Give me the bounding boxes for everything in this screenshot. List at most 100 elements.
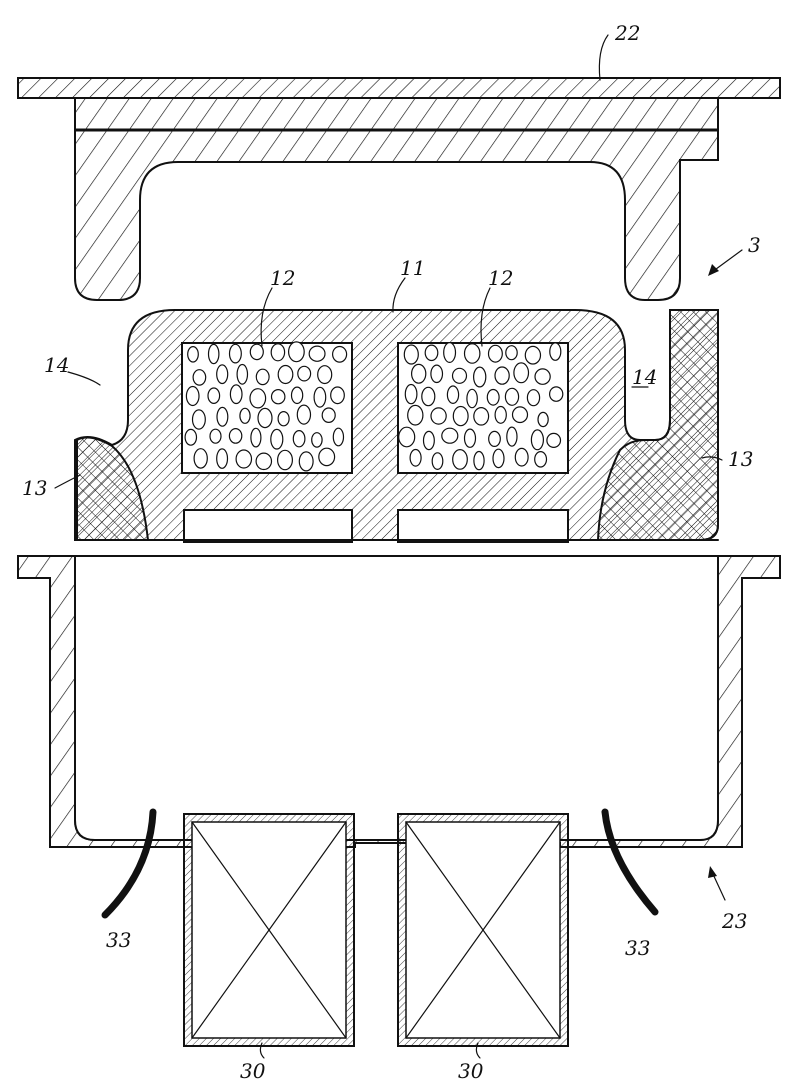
- label-11: 11: [400, 256, 425, 280]
- pebble: [506, 426, 518, 447]
- pebble: [216, 406, 229, 427]
- pebble: [473, 406, 490, 426]
- pebble: [473, 450, 485, 471]
- leader-12-right: [480, 287, 491, 347]
- coil-right: [397, 813, 569, 1047]
- pebble: [514, 447, 529, 467]
- pebble: [332, 427, 345, 447]
- pebble: [184, 428, 198, 446]
- pebble: [270, 343, 286, 362]
- pebble: [250, 427, 262, 448]
- upper-mold: [74, 97, 719, 301]
- pebble: [313, 386, 327, 408]
- pebble: [257, 407, 273, 429]
- pebble: [332, 345, 348, 363]
- pebble: [505, 345, 518, 361]
- pebble: [504, 387, 520, 406]
- pebble: [249, 388, 267, 409]
- label-13-left: 13: [22, 476, 47, 500]
- pebble: [487, 344, 503, 363]
- label-13-right: 13: [728, 447, 753, 471]
- pebble: [290, 386, 304, 405]
- pebble-fill: [184, 341, 348, 472]
- pebble: [398, 426, 416, 448]
- pebble: [488, 430, 501, 447]
- pebble: [185, 385, 200, 407]
- pebble: [546, 432, 562, 448]
- pebble: [430, 407, 447, 425]
- pebble: [463, 343, 481, 364]
- pebble: [277, 449, 294, 471]
- pebble: [277, 411, 290, 427]
- pebble: [187, 345, 199, 363]
- pebble: [421, 386, 436, 407]
- label-30-right: 30: [458, 1059, 484, 1083]
- pebble: [209, 428, 222, 444]
- label-12-right: 12: [488, 266, 513, 290]
- pebble: [452, 405, 469, 427]
- pebble: [430, 364, 444, 384]
- lower-mold-cavity: [74, 555, 719, 841]
- pebble: [270, 428, 284, 450]
- wire-left: [101, 808, 157, 919]
- pebble: [443, 342, 457, 364]
- label-22: 22: [614, 21, 640, 45]
- pebble: [534, 368, 551, 385]
- pebble: [524, 345, 542, 365]
- pebble: [549, 342, 562, 361]
- top-plate: [17, 77, 781, 99]
- label-12-left: 12: [270, 266, 295, 290]
- pebble: [297, 365, 312, 382]
- pebble: [530, 429, 545, 451]
- pebble: [446, 385, 460, 404]
- leader-30-right: [475, 1042, 481, 1059]
- insert-left: [76, 436, 150, 541]
- pebble: [207, 343, 220, 365]
- pebble: [288, 341, 305, 363]
- pebble: [441, 427, 459, 444]
- pebble: [229, 384, 243, 405]
- pebble: [317, 365, 333, 385]
- pebble: [249, 343, 264, 361]
- pebble: [537, 411, 549, 428]
- coil-left: [183, 813, 355, 1047]
- label-14-left: 14: [44, 353, 69, 377]
- pebble: [239, 407, 251, 424]
- fill-cavity-right: [397, 342, 569, 474]
- pebble: [492, 448, 505, 469]
- arrow-3: [708, 249, 743, 276]
- pebble: [494, 366, 510, 385]
- fill-cavity-left: [181, 341, 353, 474]
- pebble: [216, 448, 229, 469]
- label-14-right: 14: [632, 365, 657, 389]
- pebble: [463, 428, 477, 448]
- pebble: [330, 386, 345, 405]
- core-opening-right: [397, 509, 569, 543]
- pebble: [193, 448, 208, 469]
- pebble: [255, 452, 273, 471]
- pebble: [407, 404, 424, 426]
- leader-12-left: [260, 287, 273, 347]
- leader-13-right: [701, 456, 723, 461]
- pebble: [403, 344, 419, 365]
- label-23: 23: [721, 909, 747, 933]
- pebble: [296, 404, 312, 425]
- insert-right: [596, 309, 719, 541]
- pebble: [318, 447, 336, 467]
- pebble: [298, 451, 314, 472]
- leader-14-left: [67, 371, 101, 386]
- pebble: [424, 344, 439, 362]
- label-30-left: 30: [240, 1059, 266, 1083]
- pebble: [534, 450, 548, 468]
- pebble: [404, 383, 418, 405]
- pebble: [277, 364, 294, 385]
- pebble: [311, 432, 323, 448]
- leader-30-left: [259, 1042, 265, 1059]
- arrow-23: [708, 866, 726, 901]
- pebble: [321, 407, 336, 423]
- pebble: [216, 364, 229, 385]
- pebble: [411, 363, 427, 384]
- pebble: [207, 387, 221, 404]
- pebble: [228, 343, 242, 364]
- leader-13-left: [54, 474, 81, 489]
